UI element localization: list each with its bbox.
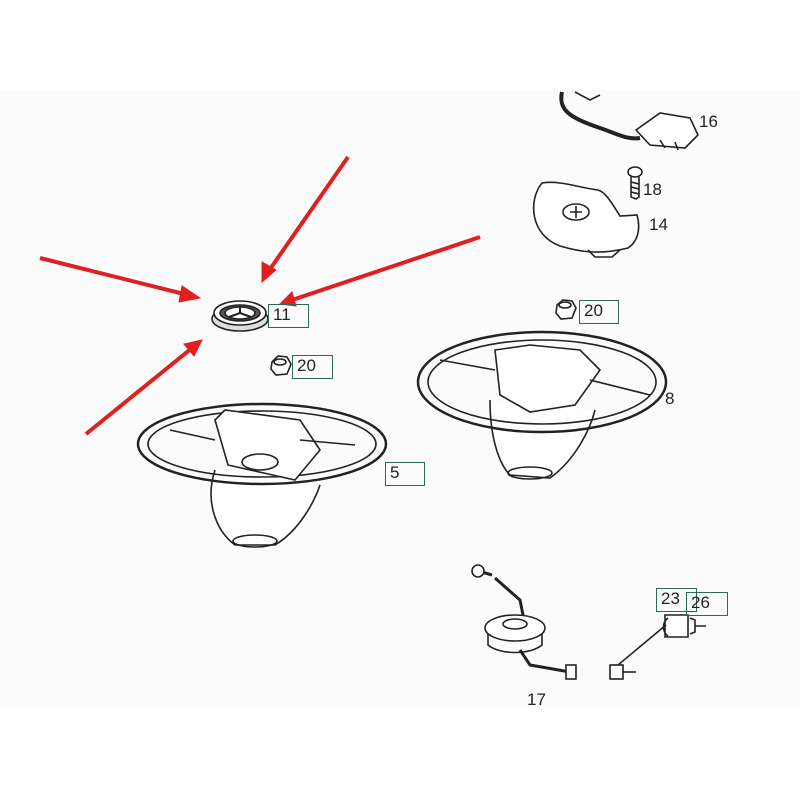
red-arrows bbox=[39, 155, 481, 436]
arrow-from-right bbox=[291, 235, 481, 302]
label-20-right: 20 bbox=[579, 300, 619, 324]
label-11: 11 bbox=[268, 304, 309, 328]
part-17-clockspring bbox=[471, 564, 577, 680]
part-18-screw bbox=[627, 166, 643, 200]
part-20-nut-right bbox=[555, 299, 577, 320]
label-5: 5 bbox=[385, 462, 425, 486]
part-5-steering-wheel bbox=[136, 402, 388, 548]
label-20-left: 20 bbox=[292, 355, 333, 379]
arrow-from-bottom-left bbox=[84, 346, 194, 436]
label-17: 17 bbox=[527, 690, 546, 709]
part-20-nut-left bbox=[270, 355, 292, 376]
label-16: 16 bbox=[699, 112, 718, 131]
diagram-background bbox=[0, 90, 800, 708]
label-8: 8 bbox=[665, 389, 675, 408]
label-23: 23 bbox=[656, 588, 697, 612]
part-11-emblem bbox=[211, 300, 269, 332]
label-18: 18 bbox=[643, 180, 662, 199]
part-14-cover bbox=[532, 181, 640, 258]
label-14: 14 bbox=[649, 215, 668, 234]
part-8-steering-wheel bbox=[416, 330, 668, 480]
arrow-from-top bbox=[266, 155, 350, 274]
arrow-from-left bbox=[39, 256, 189, 297]
label-26: 26 bbox=[686, 592, 728, 616]
part-23-26-connector bbox=[609, 614, 706, 680]
part-16-switch bbox=[559, 91, 699, 151]
